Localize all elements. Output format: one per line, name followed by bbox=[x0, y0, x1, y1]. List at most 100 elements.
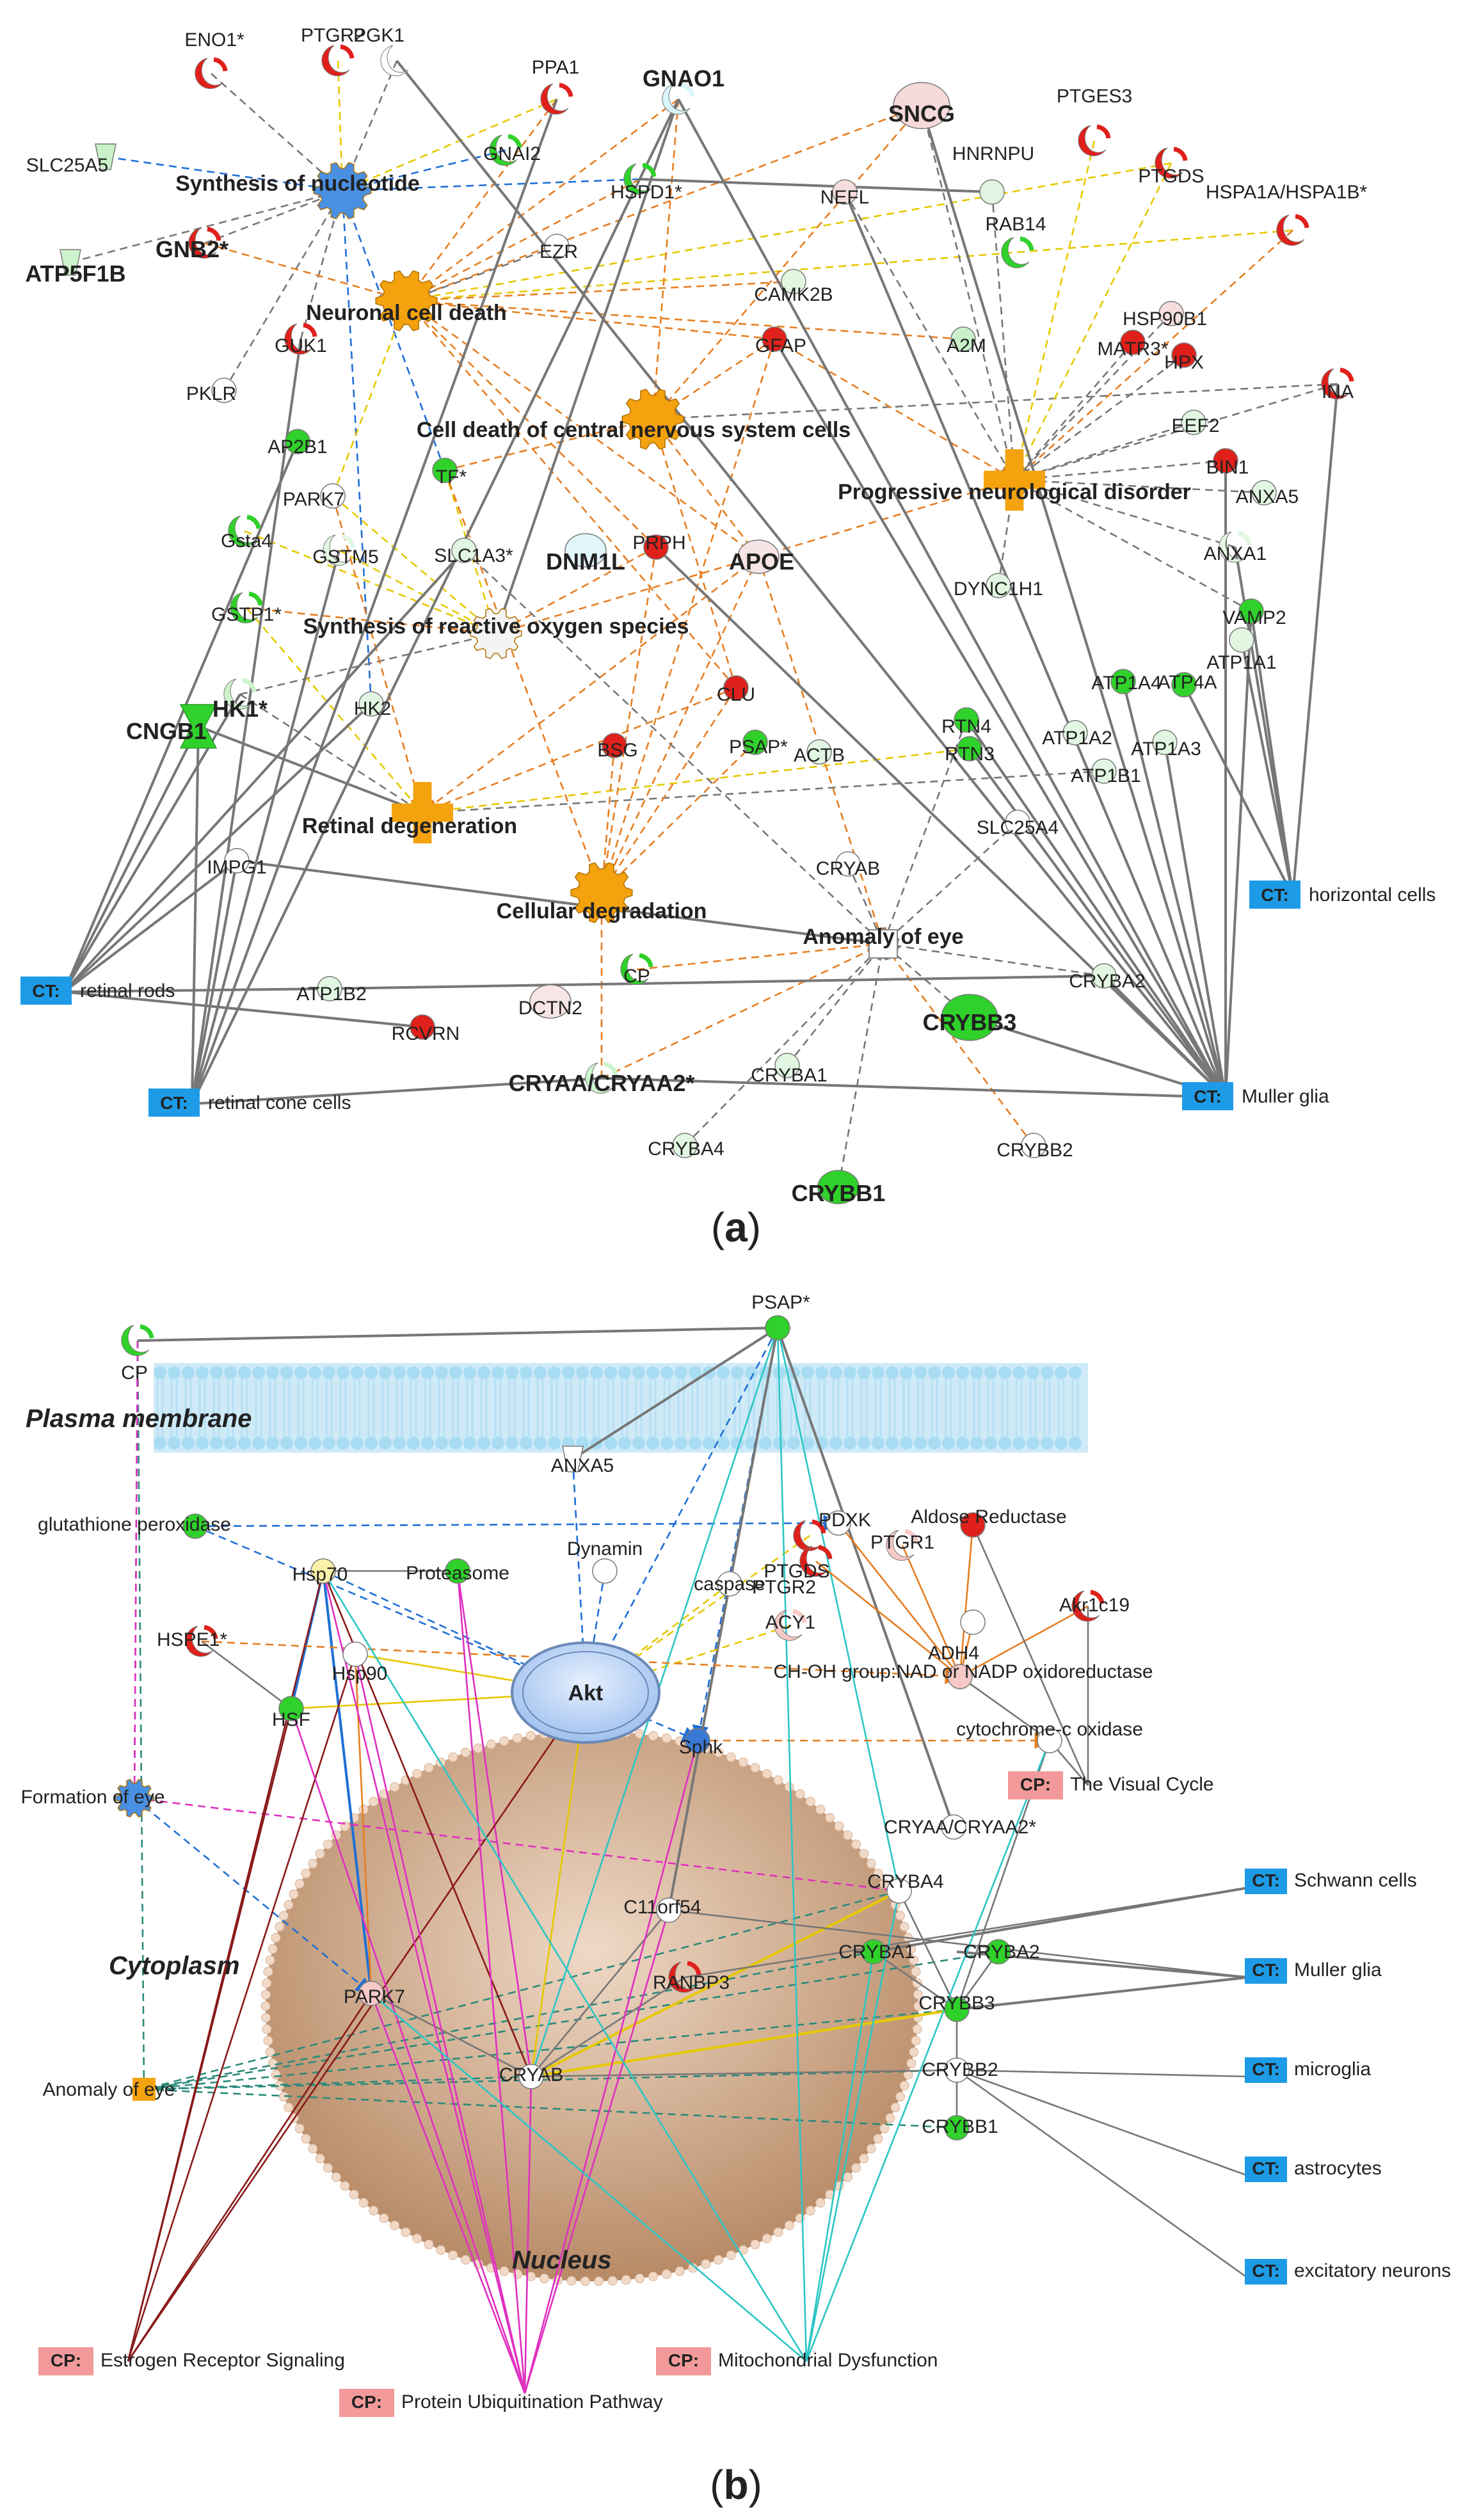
envelope-bead bbox=[773, 1775, 783, 1785]
lipid-head bbox=[168, 1437, 180, 1449]
edge-g13-f3 bbox=[1013, 230, 1293, 481]
ranbp3-label: RANBP3 bbox=[653, 1972, 730, 1993]
anxa5-label: ANXA5 bbox=[1236, 486, 1299, 507]
ct-tag-b-excitatory-neurons: CT:excitatory neurons bbox=[1245, 2259, 1451, 2285]
edge-g42-f3 bbox=[1012, 479, 1252, 612]
ptgds-label: PTGDS bbox=[764, 1561, 829, 1582]
edge-cp-md-4 bbox=[371, 1993, 807, 2362]
edge-g5-f1 bbox=[404, 104, 922, 303]
cp-label-estrogen-receptor-signaling: Estrogen Receptor Signaling bbox=[100, 2350, 345, 2371]
ct-prefix: CT: bbox=[1194, 1087, 1222, 1106]
vamp2-label: VAMP2 bbox=[1222, 607, 1286, 628]
cryba1-label: CRYBA1 bbox=[751, 1065, 828, 1086]
envelope-bead bbox=[263, 2036, 273, 2046]
cryba1-node bbox=[861, 1939, 886, 1965]
atp5f1b-node bbox=[60, 249, 81, 276]
akr1c19-label: Akr1c19 bbox=[1059, 1595, 1130, 1616]
edge-ct3-g53 bbox=[968, 747, 1227, 1099]
cp-tag-mitochondrial-dysfunction: CP:Mitochondrial Dysfunction bbox=[656, 2347, 938, 2375]
lipid-head bbox=[759, 1437, 772, 1449]
hspe1-node bbox=[185, 1625, 218, 1657]
lipid-head bbox=[280, 1437, 293, 1449]
edge-ct1-g63 bbox=[63, 987, 330, 993]
edge-b-3-19 bbox=[837, 1522, 961, 1677]
lipid-head bbox=[632, 1437, 645, 1449]
edge-g4-f2 bbox=[645, 99, 680, 421]
lipid-head bbox=[604, 1366, 617, 1379]
lipid-head bbox=[844, 1437, 856, 1449]
lipid-head bbox=[970, 1437, 983, 1449]
envelope-bead bbox=[726, 1752, 736, 1762]
cp-label-the-visual-cycle: The Visual Cycle bbox=[1070, 1774, 1214, 1795]
dynamin-label: Dynamin bbox=[567, 1538, 643, 1559]
lipid-head bbox=[154, 1437, 166, 1449]
compartment-nucleus: Nucleus bbox=[512, 2246, 612, 2274]
edge-g58-f7 bbox=[236, 859, 884, 945]
glutathione-peroxidase-node bbox=[182, 1513, 208, 1539]
ptges3-label: PTGES3 bbox=[1057, 86, 1132, 107]
edge-g46-f5 bbox=[420, 687, 737, 815]
ct-tag-b-microglia: CT:microglia bbox=[1245, 2057, 1371, 2083]
a2m-node bbox=[950, 326, 976, 352]
atp1b1-node bbox=[1091, 758, 1117, 784]
envelope-bead bbox=[308, 1858, 318, 1869]
envelope-bead bbox=[912, 2024, 922, 2034]
edge-cp-md-1 bbox=[322, 1570, 808, 2362]
park7-node bbox=[320, 483, 346, 509]
edge-g31-f4 bbox=[332, 495, 497, 635]
ranbp3-node bbox=[668, 1961, 701, 1993]
edge-g70-f7 bbox=[882, 942, 1035, 1146]
dynamin-node bbox=[592, 1558, 618, 1584]
edge-g46-f2 bbox=[649, 417, 737, 689]
envelope-bead bbox=[448, 2250, 458, 2260]
eno1-node bbox=[195, 57, 228, 89]
edge-g38-f1 bbox=[404, 299, 759, 558]
envelope-bead bbox=[895, 1911, 906, 1921]
edge-b-34-32 bbox=[143, 2069, 957, 2091]
lipid-head bbox=[449, 1366, 462, 1379]
atp1b2-label: ATP1B2 bbox=[296, 984, 367, 1005]
edge-g35-f7 bbox=[463, 550, 884, 945]
hsp70-label: Hsp70 bbox=[292, 1564, 348, 1585]
ct-label-retinal-rods: retinal rods bbox=[80, 980, 175, 1001]
edge-cp-ub-1 bbox=[456, 1570, 526, 2394]
crybb3-node bbox=[944, 1997, 970, 2022]
guk1-label: GUK1 bbox=[275, 335, 327, 356]
edge-ct3-g36 bbox=[655, 546, 1227, 1099]
cp-tag-the-visual-cycle: CP:The Visual Cycle bbox=[1008, 1771, 1214, 1799]
envelope-bead bbox=[513, 1733, 523, 1743]
envelope-bead bbox=[358, 2197, 369, 2208]
panel-b-nodes bbox=[115, 1315, 1105, 2141]
edge-b-27-31 bbox=[873, 1950, 957, 2011]
lipid-head bbox=[590, 1366, 603, 1379]
dctn2-node bbox=[529, 984, 572, 1019]
atp1b2-node bbox=[317, 976, 342, 1001]
envelope-bead bbox=[873, 1869, 883, 1879]
acy1-label: ACY1 bbox=[765, 1612, 815, 1633]
envelope-bead bbox=[460, 1748, 470, 1758]
edge-g17-f1 bbox=[404, 280, 794, 308]
cytochrome-c-oxidase-label: cytochrome-c oxidase bbox=[956, 1719, 1143, 1740]
lipid-head bbox=[956, 1437, 969, 1449]
lipid-head bbox=[393, 1366, 406, 1379]
ch-oh-group-nad-or-nadp-oxidoreductase-label: CH-OH group:NAD or NADP oxidoreductase bbox=[773, 1661, 1153, 1682]
edge-ct1-g64 bbox=[63, 991, 423, 1028]
envelope-bead bbox=[815, 1805, 826, 1815]
hnrnpu-node bbox=[979, 179, 1005, 205]
lipid-head bbox=[731, 1366, 744, 1379]
edge-b-5-18 bbox=[195, 1525, 588, 1695]
camk2b-label: CAMK2B bbox=[754, 284, 833, 305]
ct-prefix: CT: bbox=[160, 1093, 188, 1113]
formation-of-eye-node bbox=[115, 1778, 154, 1818]
ptgr2-node bbox=[321, 44, 355, 76]
edge-ct3-g42 bbox=[1224, 610, 1252, 1098]
edge-ct2-g20 bbox=[191, 339, 302, 1104]
ptges3-node bbox=[1078, 124, 1111, 156]
lipid-head bbox=[815, 1366, 828, 1379]
lipid-head bbox=[928, 1437, 941, 1449]
ptgds-node bbox=[1155, 147, 1188, 179]
envelope-bead bbox=[890, 2102, 900, 2112]
dnm1l-node bbox=[564, 533, 607, 568]
atp1a1-label: ATP1A1 bbox=[1206, 652, 1277, 673]
cryab-label: CRYAB bbox=[499, 2064, 564, 2085]
